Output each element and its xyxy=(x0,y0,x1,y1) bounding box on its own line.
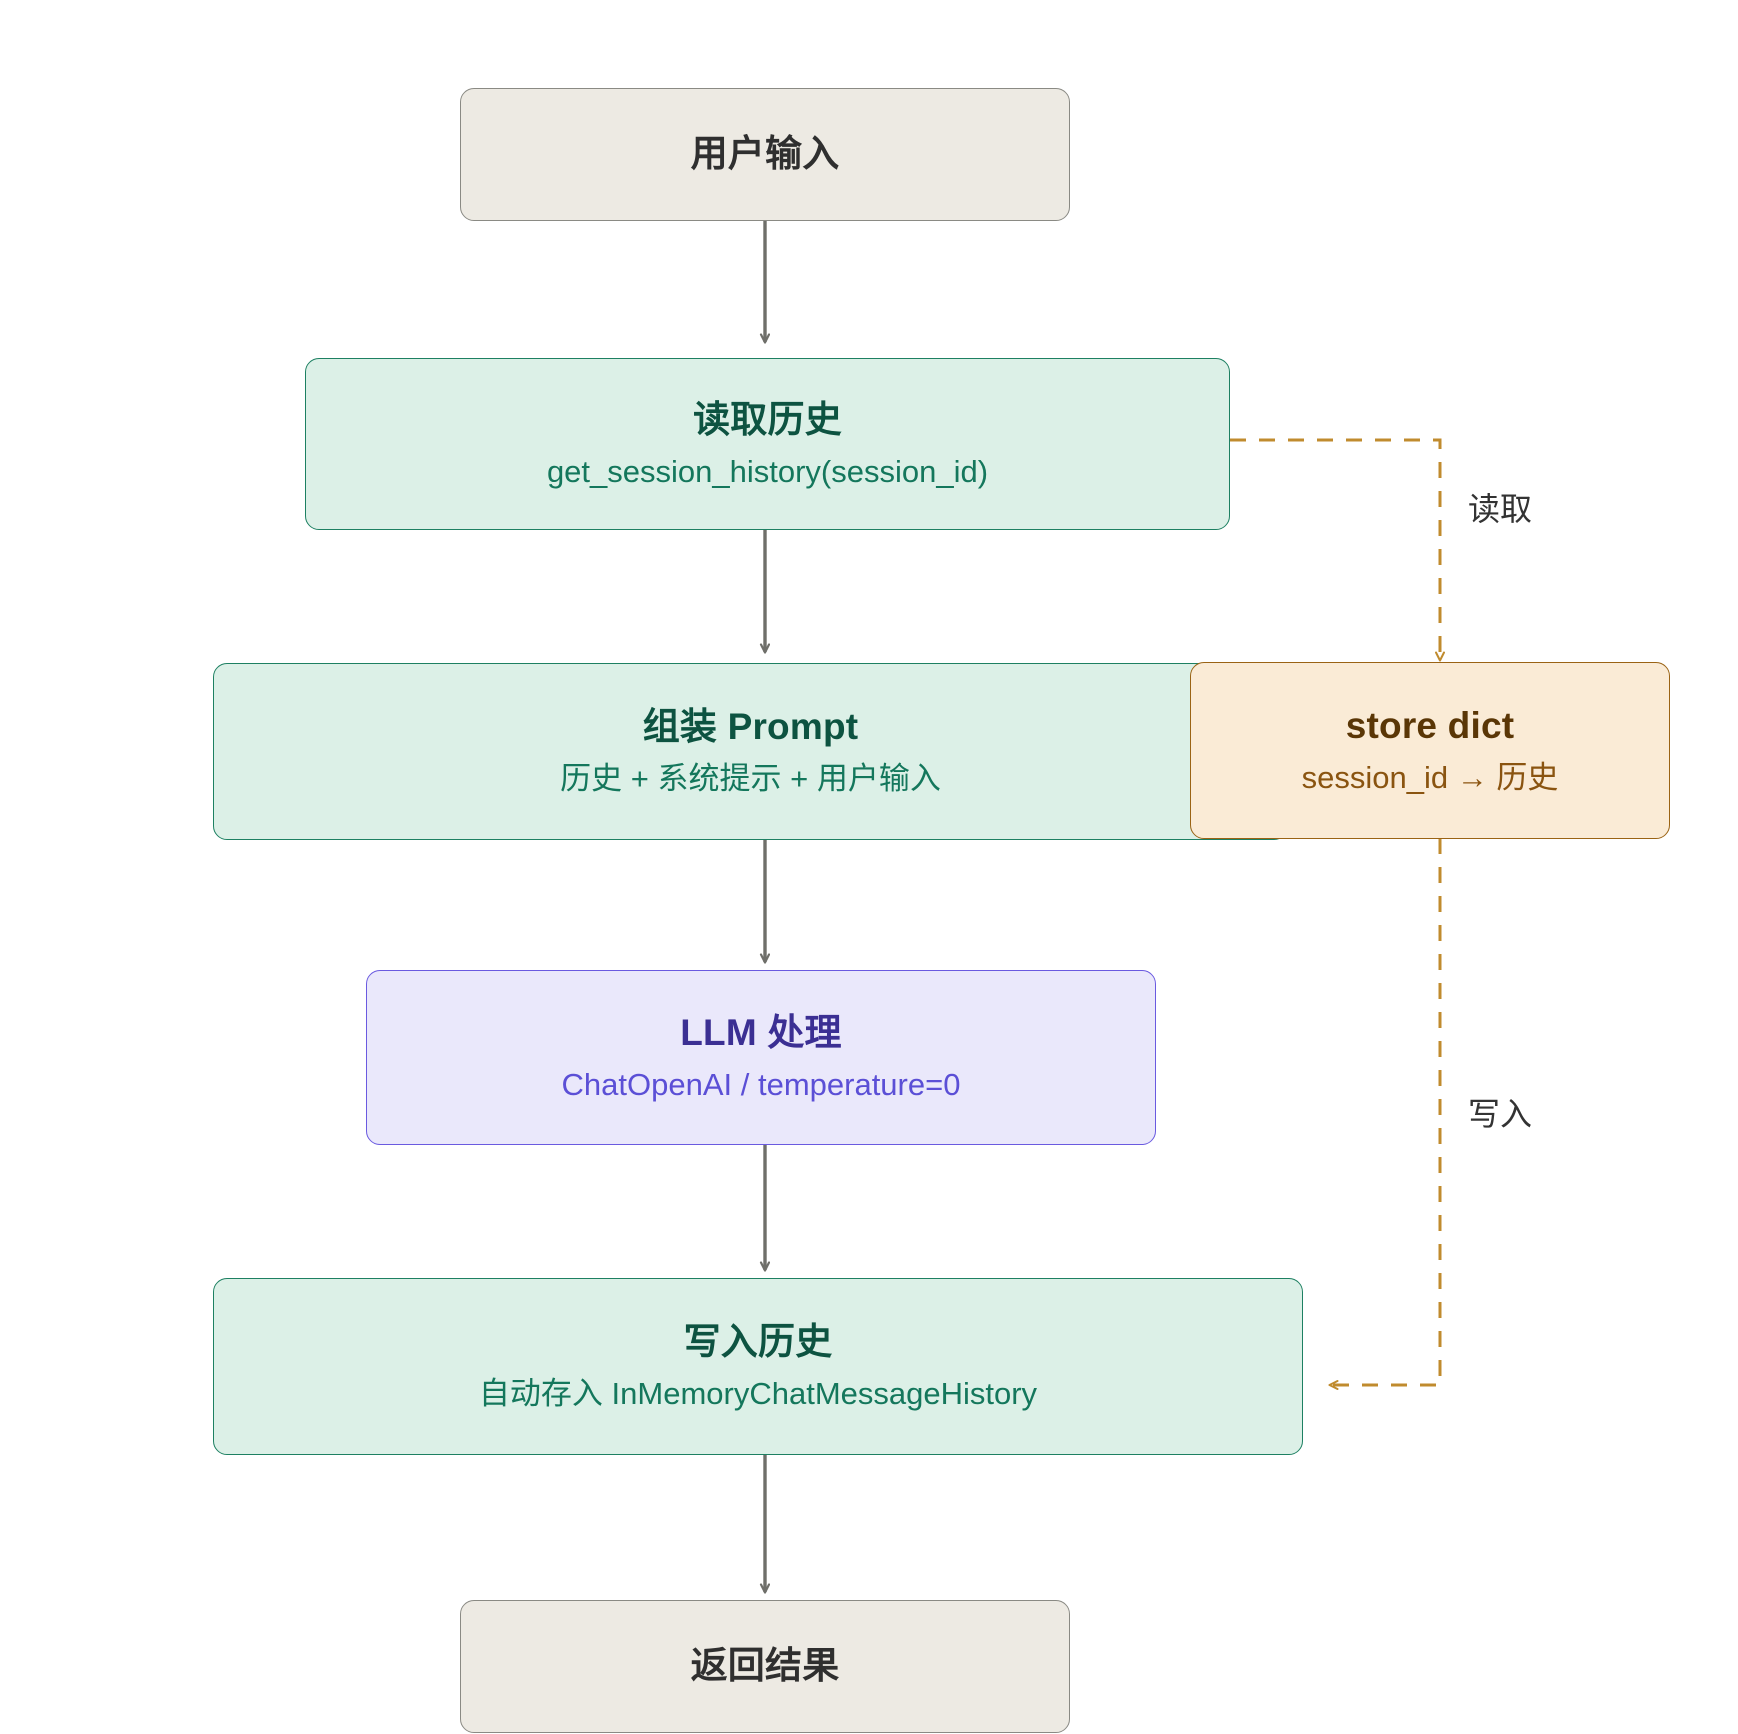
edge-read-history-to-store-dict xyxy=(1230,438,1445,662)
node-write-history-title: 写入历史 xyxy=(683,1321,833,1362)
node-return-result[interactable]: 返回结果 xyxy=(460,1600,1070,1733)
node-return-result-title: 返回结果 xyxy=(690,1645,840,1687)
edge-label-write: 写入 xyxy=(1468,1096,1533,1132)
node-write-history-subtitle: 自动存入 InMemoryChatMessageHistory xyxy=(478,1376,1038,1412)
node-build-prompt[interactable]: 组装 Prompt 历史 + 系统提示 + 用户输入 xyxy=(213,663,1288,840)
node-llm-process-subtitle: ChatOpenAI / temperature=0 xyxy=(561,1067,961,1103)
node-llm-process-title: LLM 处理 xyxy=(680,1012,842,1053)
edge-label-read: 读取 xyxy=(1468,491,1533,527)
node-user-input[interactable]: 用户输入 xyxy=(460,88,1070,221)
node-read-history[interactable]: 读取历史 get_session_history(session_id) xyxy=(305,358,1230,530)
node-build-prompt-subtitle: 历史 + 系统提示 + 用户输入 xyxy=(560,761,941,797)
node-write-history[interactable]: 写入历史 自动存入 InMemoryChatMessageHistory xyxy=(213,1278,1303,1455)
node-read-history-subtitle: get_session_history(session_id) xyxy=(546,453,989,489)
node-build-prompt-title: 组装 Prompt xyxy=(642,706,859,747)
node-llm-process[interactable]: LLM 处理 ChatOpenAI / temperature=0 xyxy=(366,970,1156,1145)
node-store-dict-title: store dict xyxy=(1345,705,1515,746)
node-read-history-title: 读取历史 xyxy=(693,398,842,440)
node-store-dict[interactable]: store dict session_id → 历史 xyxy=(1190,662,1670,839)
node-user-input-title: 用户输入 xyxy=(690,133,840,175)
node-store-dict-subtitle: session_id → 历史 xyxy=(1301,760,1559,796)
edge-store-dict-to-write-history xyxy=(1328,838,1442,1390)
